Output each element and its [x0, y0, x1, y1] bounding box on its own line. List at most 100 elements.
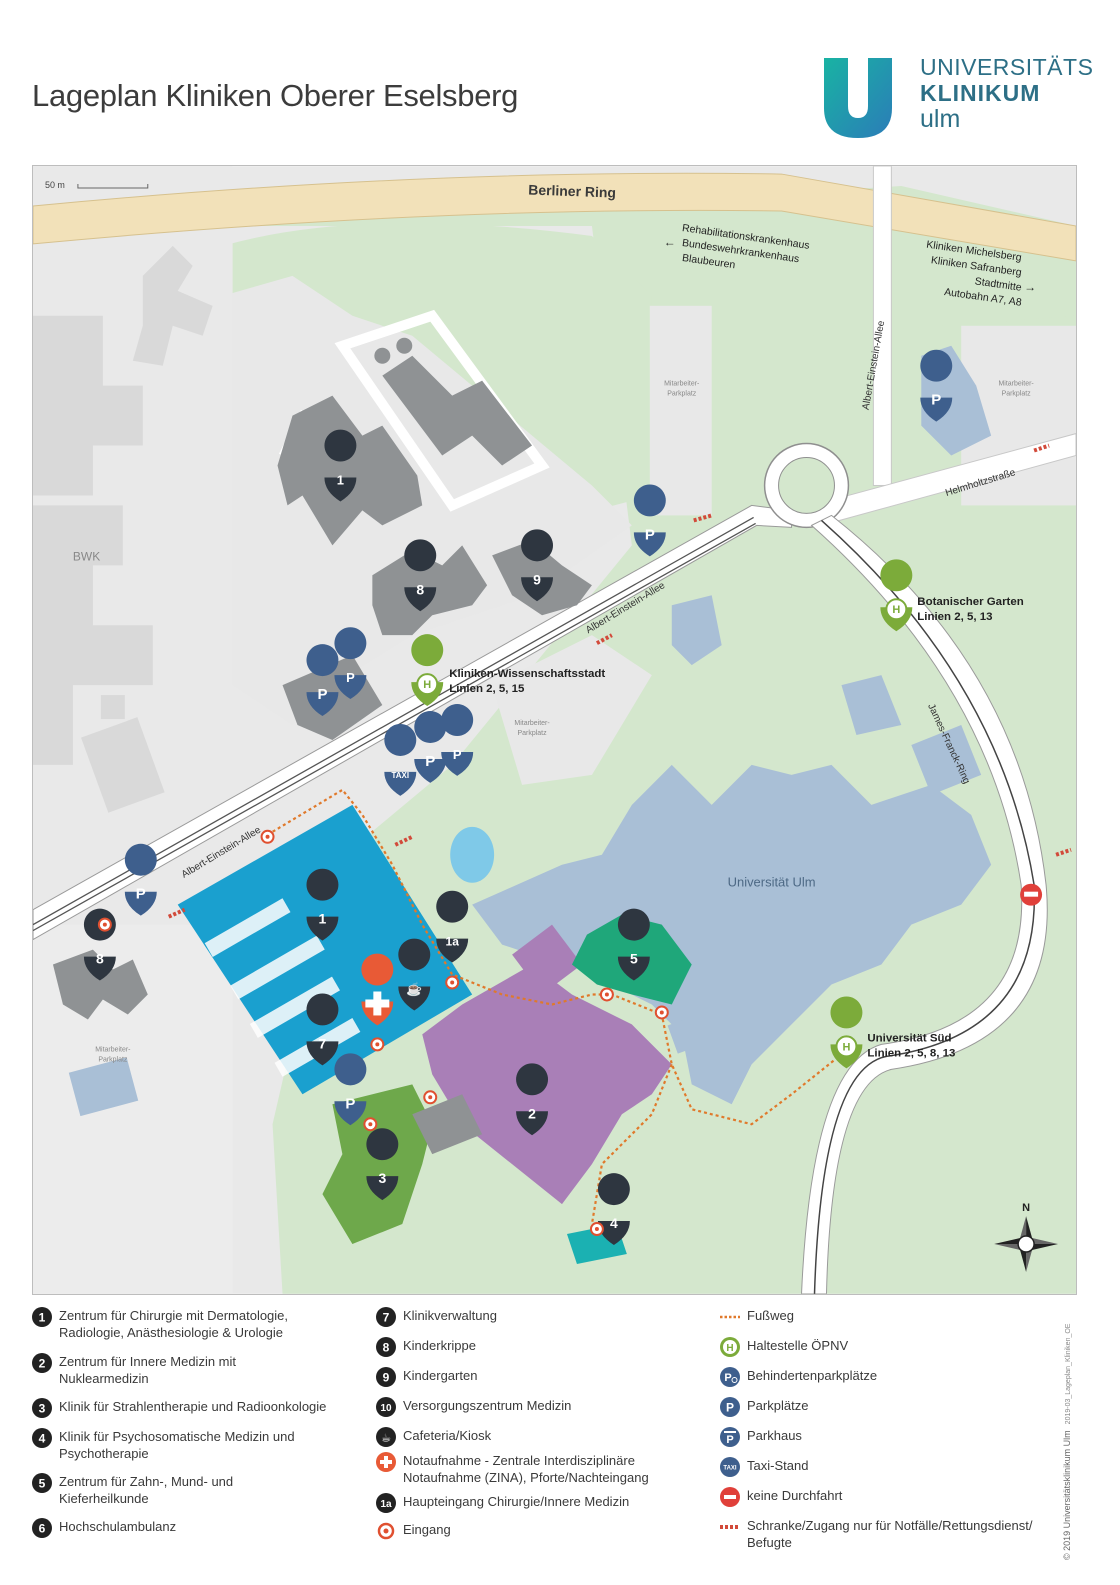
svg-text:10: 10	[380, 1403, 392, 1414]
legend-item-haltestelle: H Haltestelle ÖPNV	[720, 1337, 1070, 1357]
svg-text:☕: ☕	[406, 980, 422, 996]
legend-item-9: 9 Kindergarten	[376, 1367, 706, 1387]
cafe-marker[interactable]: ☕	[398, 938, 431, 1011]
bus-stop-kliniken-wissenschaftsstadt[interactable]: H Kliniken-Wissenschaftsstadt Linien 2, …	[411, 634, 605, 707]
legend-item-taxi: TAXI Taxi-Stand	[720, 1457, 1070, 1477]
footpath-icon	[720, 1315, 740, 1319]
entrance-icon	[377, 1522, 395, 1540]
james-franck-ring-road	[801, 514, 1048, 1294]
no-entry-sign	[1020, 883, 1043, 906]
marker-5[interactable]: 5	[617, 908, 650, 981]
no-entry-icon	[720, 1487, 740, 1507]
parking-pin-west[interactable]: P	[124, 843, 157, 916]
svg-text:2: 2	[528, 1105, 536, 1121]
mitarbeiter-parkplatz-label-1: Mitarbeiter-	[664, 381, 700, 388]
street-label-berliner-ring: Berliner Ring	[528, 182, 616, 201]
svg-text:8: 8	[96, 951, 104, 967]
svg-text:Botanischer Garten: Botanischer Garten	[917, 596, 1023, 608]
svg-text:P: P	[645, 526, 655, 543]
svg-text:P: P	[345, 1095, 355, 1112]
svg-text:P: P	[453, 747, 462, 762]
parking-pin-north[interactable]: P	[633, 484, 666, 557]
svg-text:1: 1	[39, 1311, 46, 1325]
bus-stop-icon: H	[720, 1337, 740, 1357]
marker-8[interactable]: 8	[404, 539, 437, 612]
disabled-parking-icon: P	[720, 1367, 740, 1387]
svg-text:H: H	[726, 1343, 733, 1354]
parking-pin-south[interactable]: P	[334, 1053, 367, 1126]
bus-stop-universitaet-sued[interactable]: H Universität Süd Linien 2, 5, 8, 13	[830, 996, 955, 1069]
svg-text:TAXI: TAXI	[723, 1466, 737, 1472]
pond	[450, 826, 495, 883]
legend-item-parkplaetze: P Parkplätze	[720, 1397, 1070, 1417]
legend-item-keine-durchfahrt: keine Durchfahrt	[720, 1487, 1070, 1507]
svg-text:Parkplatz: Parkplatz	[667, 391, 697, 398]
legend-item-cafeteria: ☕ Cafeteria/Kiosk	[376, 1427, 706, 1447]
svg-text:←: ←	[664, 235, 676, 249]
berliner-ring-road	[33, 172, 1076, 262]
svg-text:1a: 1a	[446, 935, 460, 949]
svg-text:2: 2	[39, 1357, 46, 1371]
svg-text:Parkplatz: Parkplatz	[98, 1056, 128, 1063]
svg-text:3: 3	[378, 1170, 386, 1186]
grey-buildings-north	[277, 337, 592, 740]
blue-building-small	[68, 1057, 139, 1117]
number-4-icon: 4	[32, 1428, 52, 1448]
svg-text:P: P	[726, 1434, 733, 1446]
svg-text:P: P	[317, 686, 327, 703]
marker-1a[interactable]: 1a	[436, 890, 469, 963]
universitaet-ulm-label: Universität Ulm	[728, 875, 816, 890]
svg-text:9: 9	[533, 571, 541, 587]
bus-stop-botanischer-garten[interactable]: H Botanischer Garten Linien 2, 5, 13	[880, 559, 1024, 632]
legend-item-schranke: Schranke/Zugang nur für Notfälle/Rettung…	[720, 1517, 1070, 1551]
taxi-pin[interactable]: TAXI	[384, 724, 417, 796]
number-1-icon: 1	[32, 1307, 52, 1327]
campus-map[interactable]: Universität Ulm Berliner Ring Albert-Ein…	[32, 165, 1077, 1295]
svg-text:☕: ☕	[381, 1432, 391, 1445]
logo: UNIVERSITÄTS KLINIKUM ulm	[822, 52, 1093, 142]
disabled-parking-pin-taxi-area[interactable]: P	[441, 704, 474, 776]
svg-text:Parkplatz: Parkplatz	[1002, 391, 1032, 398]
svg-text:4: 4	[610, 1215, 618, 1231]
marker-3[interactable]: 3	[366, 1128, 399, 1201]
barriers	[167, 443, 1072, 919]
number-7-icon: 7	[376, 1307, 396, 1327]
svg-text:Parkplatz: Parkplatz	[518, 730, 548, 737]
marker-7[interactable]: 8	[83, 908, 116, 981]
number-9-icon: 9	[376, 1367, 396, 1387]
svg-text:H: H	[892, 604, 900, 616]
svg-text:Linien 2, 5, 13: Linien 2, 5, 13	[917, 611, 992, 623]
emergency-icon	[376, 1452, 396, 1472]
cafe-icon: ☕	[376, 1427, 396, 1447]
svg-text:50 m: 50 m	[45, 180, 65, 190]
mitarbeiter-parkplatz-label-2: Mitarbeiter-	[514, 720, 550, 727]
barrier-icon	[720, 1525, 740, 1529]
svg-text:Linien 2, 5, 15: Linien 2, 5, 15	[449, 683, 525, 695]
logo-line-3: ulm	[920, 105, 961, 133]
svg-text:TAXI: TAXI	[392, 771, 410, 780]
legend-item-1: 1 Zentrum für Chirurgie mit Dermatologie…	[32, 1307, 362, 1341]
marker-1[interactable]: 1	[306, 868, 339, 941]
mitarbeiter-parkplatz-zone-1	[649, 305, 712, 516]
page-title: Lageplan Kliniken Oberer Eselsberg	[32, 78, 519, 113]
legend-item-10: 10 Versorgungszentrum Medizin	[376, 1397, 706, 1417]
marker-6[interactable]: 7	[306, 993, 339, 1066]
parking-pin-taxi-area[interactable]: P	[414, 711, 447, 783]
marker-4[interactable]: 4	[597, 1173, 630, 1246]
svg-text:1a: 1a	[380, 1499, 392, 1510]
scale-bar: 50 m	[45, 180, 149, 190]
north-campus-road-loop	[334, 309, 550, 512]
svg-text:P: P	[724, 1372, 731, 1384]
svg-text:P: P	[425, 753, 435, 770]
marker-9[interactable]: 9	[521, 529, 554, 602]
parking-pin-east[interactable]: P	[920, 349, 953, 422]
legend-item-8: 8 Kinderkrippe	[376, 1337, 706, 1357]
taxi-icon: TAXI	[720, 1457, 740, 1477]
marker-10[interactable]: 1	[324, 429, 357, 502]
emergency-marker[interactable]	[361, 953, 394, 1026]
marker-2[interactable]: 2	[516, 1063, 549, 1136]
parking-garage-pin[interactable]: P	[306, 644, 339, 717]
svg-text:8: 8	[416, 581, 424, 597]
disabled-parking-pin-north[interactable]: P	[334, 627, 367, 700]
